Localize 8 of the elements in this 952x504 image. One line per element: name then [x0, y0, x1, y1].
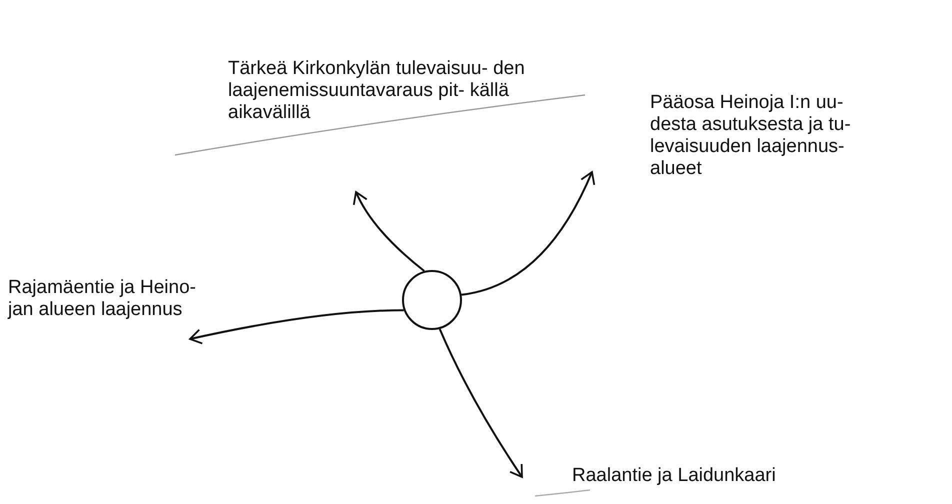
arrow: [461, 171, 595, 296]
annotation-text: Raalantie ja Laidunkaari: [572, 465, 777, 487]
annotation-text: Rajamäentie ja Heino- jan alueen laajennus: [8, 277, 197, 321]
arrow: [353, 191, 425, 272]
arrow: [189, 309, 404, 344]
arrow: [438, 328, 523, 478]
annotation-text: Pääosa Heinoja I:n uu- desta asutuksesta ja tu- levaisuuden laajennus- alueet: [650, 92, 852, 180]
annotation-text: Tärkeä Kirkonkylän tulevaisuu- den laajenemissuuntavaraus pit- källä aikavälillä: [228, 58, 526, 124]
